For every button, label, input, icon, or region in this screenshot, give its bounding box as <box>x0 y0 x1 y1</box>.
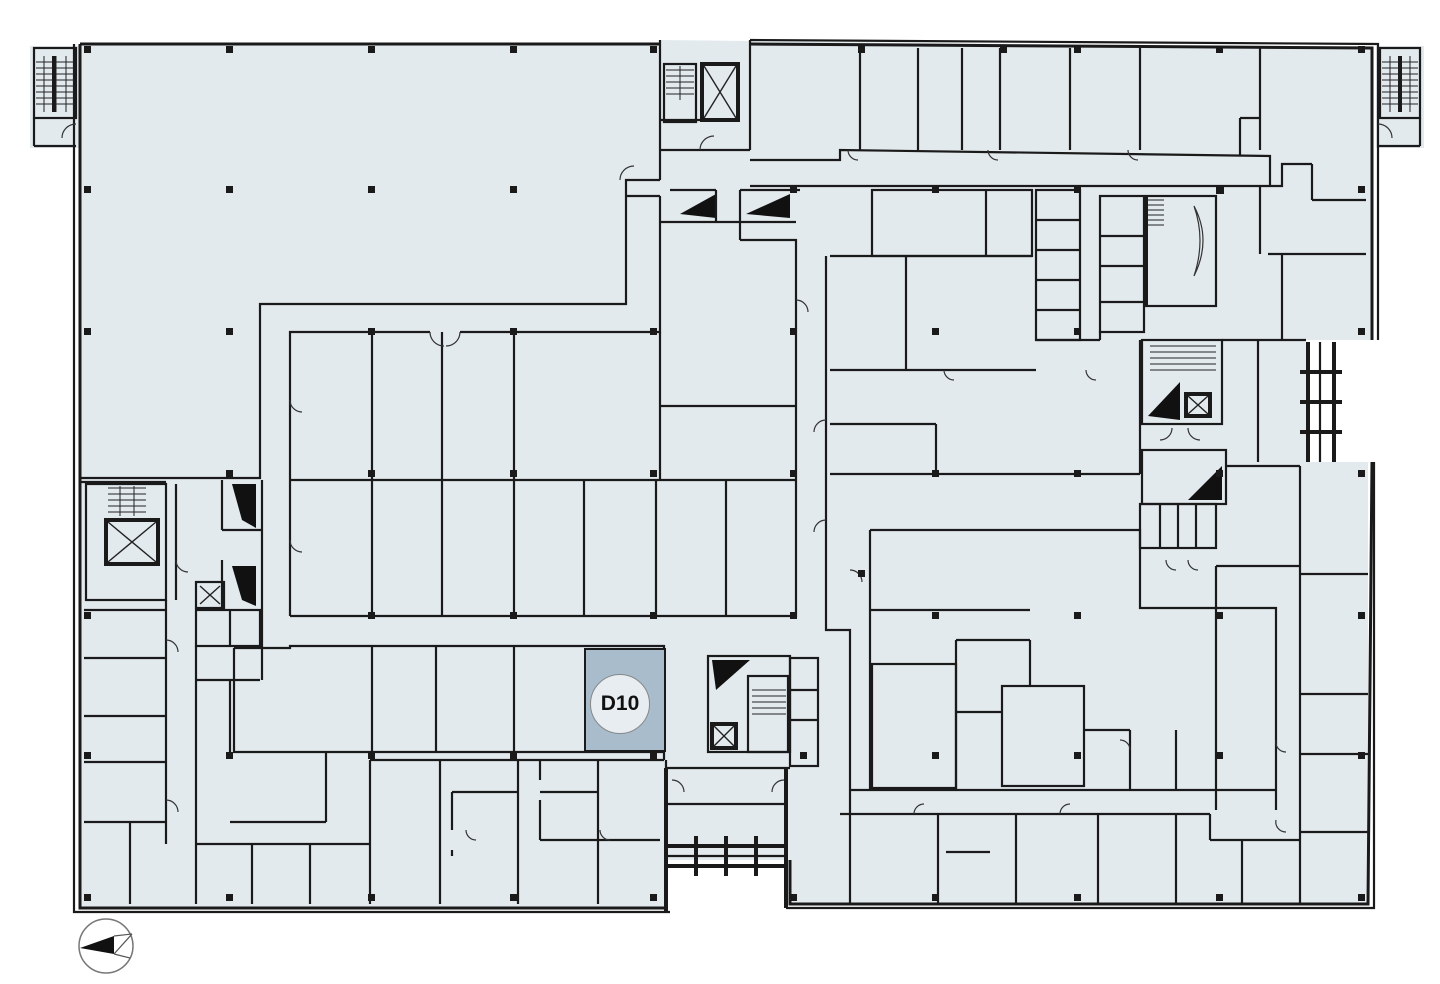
walls-south-core <box>664 654 820 912</box>
doors <box>165 135 1287 841</box>
walls-north-core <box>660 62 800 240</box>
walls-east-core <box>830 186 1224 372</box>
exterior-stair-right <box>1377 46 1422 148</box>
walls-central-block <box>288 194 798 618</box>
glazed-link-east <box>1300 342 1342 462</box>
exterior-stair-left <box>32 46 78 148</box>
walls-north-east <box>750 48 1366 340</box>
unit-label: D10 <box>600 692 640 715</box>
walls-north-west-hall <box>80 178 660 484</box>
main-entrance-glazing <box>666 836 786 876</box>
unit-label-badge[interactable]: D10 <box>590 674 650 734</box>
walls-mid-east <box>824 256 1342 904</box>
walls-south-east <box>840 528 1368 904</box>
outer-walls <box>72 38 1380 914</box>
walls-south-west <box>84 600 668 904</box>
structural-columns <box>84 46 1365 901</box>
walls-west-core <box>84 480 264 682</box>
north-arrow-icon <box>78 918 134 974</box>
